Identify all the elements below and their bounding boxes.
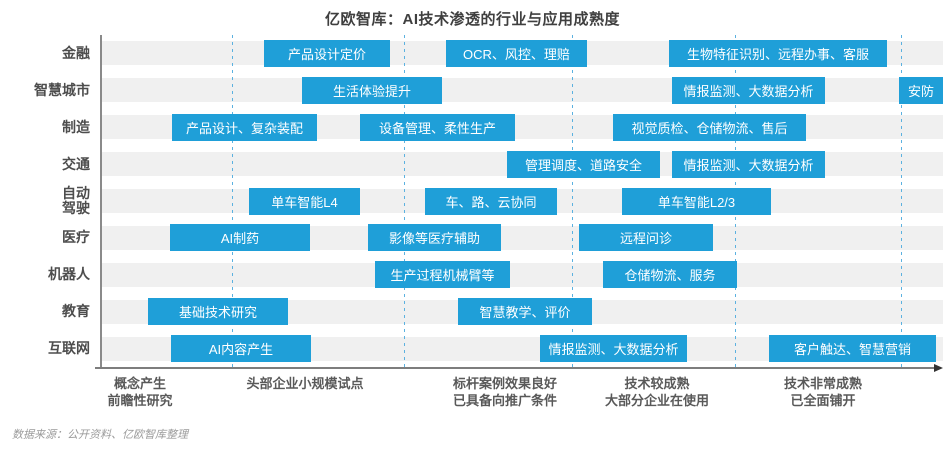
stage-divider-line <box>404 35 405 367</box>
chart-bar: 视觉质检、仓储物流、售后 <box>613 113 806 141</box>
row-label-industry: 智慧城市 <box>34 81 90 98</box>
x-axis-arrow <box>934 364 943 372</box>
row-label-industry: 制造 <box>62 118 90 135</box>
chart-bar: 生物特征识别、远程办事、客服 <box>669 39 887 67</box>
data-source-note: 数据来源：公开资料、亿欧智库整理 <box>12 429 188 441</box>
stage-label-line: 已具备向推广条件 <box>452 393 558 408</box>
chart-bar: 情报监测、大数据分析 <box>672 76 825 104</box>
stage-label-line: 标杆案例效果良好 <box>452 376 558 391</box>
row-label-industry: 交通 <box>62 155 90 172</box>
stage-label: 技术非常成熟已全面铺开 <box>784 375 862 409</box>
stage-label-line: 已全面铺开 <box>790 393 856 408</box>
chart-bar: AI内容产生 <box>171 335 311 363</box>
stage-label-line: 头部企业小规模试点 <box>246 376 364 391</box>
row-label-industry: 互联网 <box>48 340 90 357</box>
row-stripe <box>100 262 943 287</box>
chart-bar: AI制药 <box>170 224 310 252</box>
chart-bar: 生产过程机械臂等 <box>375 261 510 289</box>
stage-label-line: 前瞻性研究 <box>107 393 173 408</box>
chart-bar: 车、路、云协同 <box>425 187 557 215</box>
chart-bar: 情报监测、大数据分析 <box>540 335 687 363</box>
chart-bar: 影像等医疗辅助 <box>368 224 501 252</box>
chart-bar: OCR、风控、理赔 <box>446 39 587 67</box>
chart-bar: 基础技术研究 <box>148 298 288 326</box>
chart-bar: 情报监测、大数据分析 <box>672 150 825 178</box>
stage-label: 标杆案例效果良好已具备向推广条件 <box>453 375 557 409</box>
chart-bar: 产品设计、复杂装配 <box>172 113 317 141</box>
chart-bar: 管理调度、道路安全 <box>507 150 660 178</box>
chart-bar: 产品设计定价 <box>264 39 390 67</box>
stage-label-line: 技术非常成熟 <box>783 376 863 391</box>
chart-bar: 智慧教学、评价 <box>458 298 592 326</box>
y-axis-line <box>100 35 102 367</box>
chart-bar: 生活体验提升 <box>302 76 442 104</box>
row-label-industry: 自动 驾驶 <box>62 184 90 216</box>
chart-bar: 客户触达、智慧营销 <box>769 335 936 363</box>
chart-bar: 单车智能L2/3 <box>622 187 771 215</box>
chart-bar: 设备管理、柔性生产 <box>360 113 515 141</box>
row-label-industry: 医疗 <box>62 229 90 246</box>
chart-bar: 安防 <box>899 76 943 104</box>
stage-label: 概念产生前瞻性研究 <box>107 375 172 409</box>
stage-label-line: 概念产生 <box>113 376 167 391</box>
row-label-industry: 金融 <box>62 44 90 61</box>
stage-divider-line <box>572 35 573 367</box>
stage-divider-line <box>901 35 902 367</box>
stage-label-line: 技术较成熟 <box>624 376 690 391</box>
stage-label: 头部企业小规模试点 <box>246 375 363 392</box>
row-label-industry: 教育 <box>62 303 90 320</box>
chart-title: 亿欧智库：AI技术渗透的行业与应用成熟度 <box>324 11 620 28</box>
chart-bar: 单车智能L4 <box>249 187 360 215</box>
row-label-industry: 机器人 <box>48 266 90 283</box>
stage-label: 技术较成熟大部分企业在使用 <box>605 375 709 409</box>
chart-bar: 仓储物流、服务 <box>603 261 737 289</box>
stage-divider-line <box>232 35 233 367</box>
stage-label-line: 大部分企业在使用 <box>604 393 710 408</box>
chart-bar: 远程问诊 <box>579 224 713 252</box>
x-axis-line <box>95 367 936 369</box>
